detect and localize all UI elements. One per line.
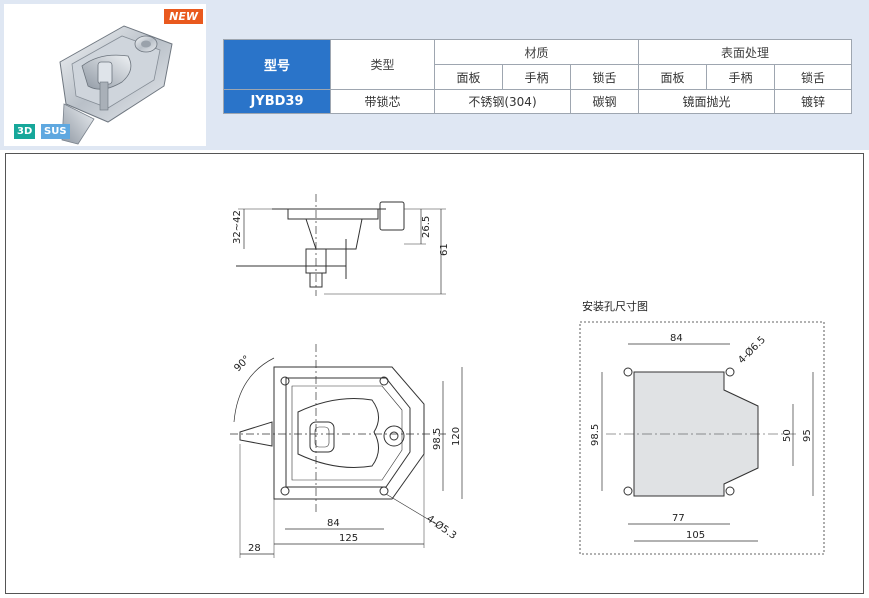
side-view (236, 194, 446, 296)
header-model: 型号 (223, 39, 331, 90)
dim-front-84: 84 (327, 518, 340, 529)
dim-install-98-5: 98.5 (590, 424, 601, 446)
sub-material-handle: 手柄 (502, 64, 571, 90)
sub-surface-panel: 面板 (638, 64, 708, 90)
dim-front-28: 28 (248, 543, 261, 554)
cell-surface-tongue: 镀锌 (774, 89, 853, 114)
latch-product-image (59, 25, 173, 145)
dim-side-32-42: 32~42 (232, 210, 243, 244)
dim-install-84: 84 (670, 333, 683, 344)
cell-type: 带锁芯 (330, 89, 435, 114)
dim-install-105: 105 (686, 530, 705, 541)
header-type: 类型 (330, 39, 435, 90)
dim-install-hole: 4-Ø6.5 (736, 334, 768, 366)
cell-model: JYBD39 (223, 89, 331, 114)
tag-3d[interactable]: 3D (14, 124, 36, 139)
dim-front-hole: 4-Ø5.3 (424, 513, 459, 542)
dim-install-77: 77 (672, 513, 685, 524)
product-banner: NEW 3D SUS 型号 类型 材质 表面处理 面板 手柄 锁舌 面板 手柄 … (0, 0, 869, 150)
dim-side-61: 61 (439, 243, 450, 256)
install-cutout (579, 321, 825, 555)
front-view (230, 344, 463, 558)
cell-material-tongue: 碳钢 (569, 89, 640, 114)
technical-drawing: 32~42 26.5 61 90° 98.5 120 84 125 28 4-Ø… (5, 153, 864, 594)
header-surface: 表面处理 (638, 39, 853, 65)
drawing-canvas: 32~42 26.5 61 90° 98.5 120 84 125 28 4-Ø… (230, 194, 825, 558)
dim-front-angle: 90° (232, 354, 252, 374)
cell-surface-panel-handle: 镜面抛光 (638, 89, 776, 114)
sub-material-panel: 面板 (434, 64, 503, 90)
cell-material-panel-handle: 不锈钢(304) (434, 89, 571, 114)
tag-sus: SUS (41, 124, 70, 139)
header-material: 材质 (433, 39, 640, 65)
install-title: 安装孔尺寸图 (582, 300, 648, 313)
spec-table: 型号 类型 材质 表面处理 面板 手柄 锁舌 面板 手柄 锁舌 JYBD39 带… (223, 39, 853, 114)
sub-material-tongue: 锁舌 (569, 64, 640, 90)
dim-front-120: 120 (451, 427, 462, 446)
dim-front-125: 125 (339, 533, 358, 544)
dim-install-50: 50 (782, 429, 793, 442)
new-badge: NEW (164, 9, 203, 24)
sub-surface-tongue: 锁舌 (774, 64, 853, 90)
dim-front-98-5: 98.5 (432, 428, 443, 450)
product-photo: NEW 3D SUS (4, 4, 206, 146)
sub-surface-handle: 手柄 (706, 64, 776, 90)
dim-side-26-5: 26.5 (421, 216, 432, 238)
dim-install-95: 95 (802, 429, 813, 442)
